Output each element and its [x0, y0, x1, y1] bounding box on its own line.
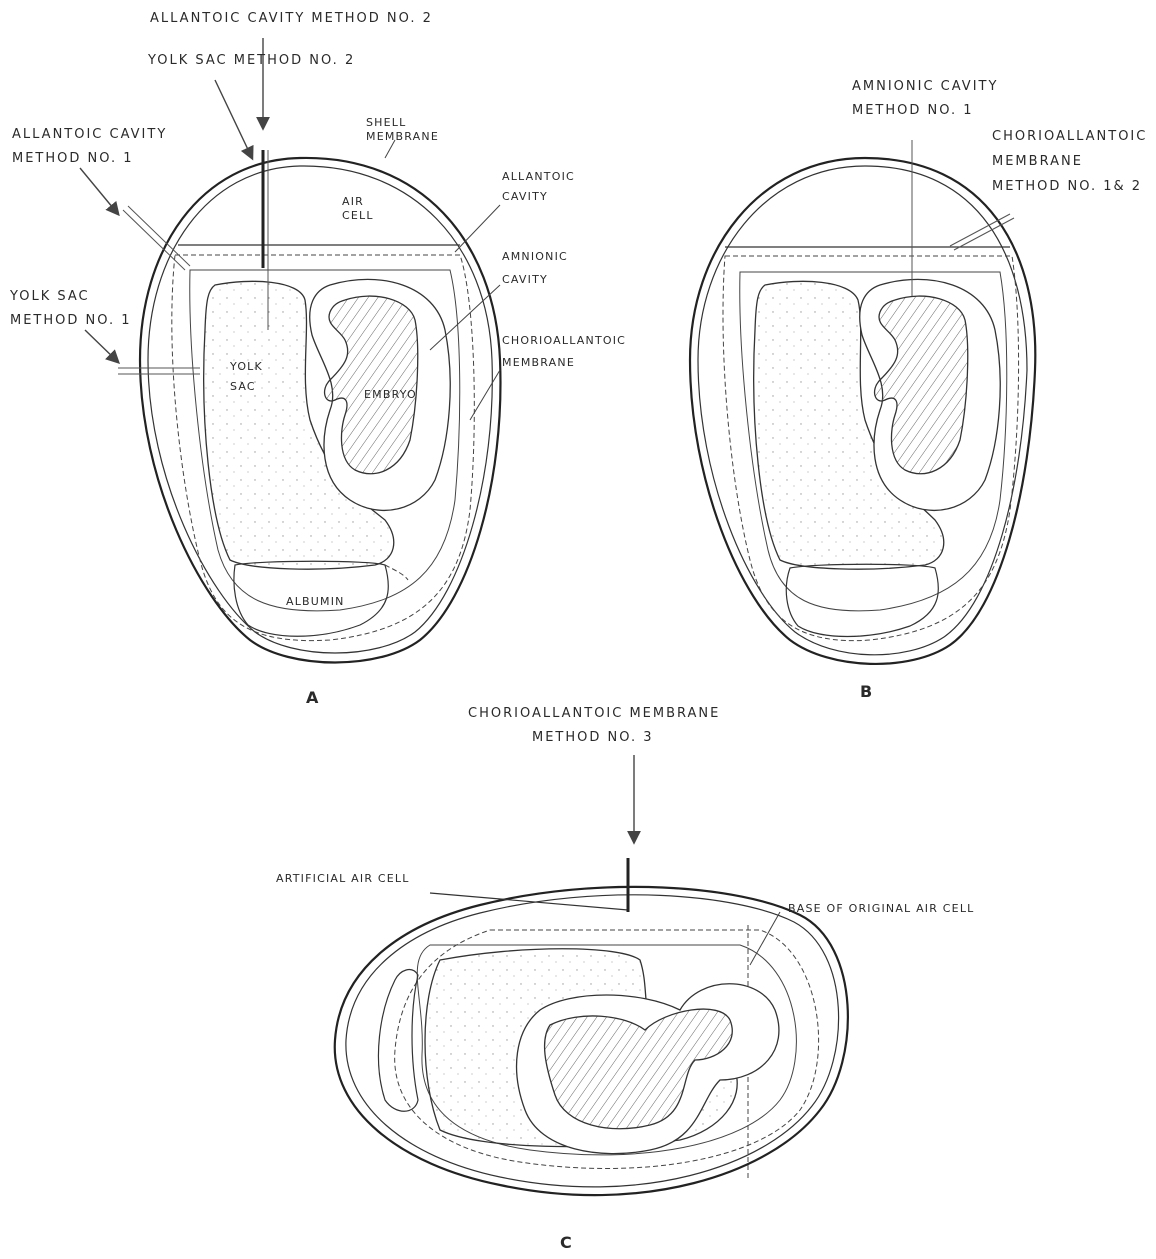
label-amniotic-method-1-l1: AMNIONIC CAVITY: [852, 79, 998, 94]
label-cam-method-l2: MEMBRANE: [992, 154, 1083, 169]
label-allantoic-method-2: ALLANTOIC CAVITY METHOD NO. 2: [150, 11, 433, 26]
label-allantoic-l1: ALLANTOIC: [502, 170, 575, 183]
label-cam-method-3-l1: CHORIOALLANTOIC MEMBRANE: [468, 706, 720, 721]
albumin-dash-a: [385, 565, 408, 580]
arrow-yolk-2: [215, 80, 252, 158]
panel-letter-b: B: [860, 682, 872, 701]
needle-cam-1-2: [950, 214, 1010, 246]
label-yolk-sac-l1: YOLK: [229, 360, 263, 373]
label-allantoic-method-1-l2: METHOD NO. 1: [12, 151, 134, 166]
pointer-allantoic: [455, 205, 500, 252]
label-shell-l1: SHELL: [366, 116, 406, 129]
label-cam-l2: MEMBRANE: [502, 356, 575, 369]
label-yolk-method-1-l1: YOLK SAC: [9, 289, 90, 304]
label-cam-method-l1: CHORIOALLANTOIC: [992, 129, 1147, 144]
label-yolk-sac-l2: SAC: [230, 380, 256, 393]
label-yolk-method-1-l2: METHOD NO. 1: [10, 313, 132, 328]
label-allantoic-l2: CAVITY: [502, 190, 548, 203]
label-cam-method-3-l2: METHOD NO. 3: [532, 730, 654, 745]
panel-c: CHORIOALLANTOIC MEMBRANE METHOD NO. 3 AR…: [276, 706, 974, 1252]
label-cam-method-l3: METHOD NO. 1& 2: [992, 179, 1142, 194]
label-amniotic-method-1-l2: METHOD NO. 1: [852, 103, 974, 118]
label-base-original-air-cell: BASE OF ORIGINAL AIR CELL: [788, 902, 974, 915]
label-embryo: EMBRYO: [364, 388, 417, 401]
panel-b: AMNIONIC CAVITY METHOD NO. 1 CHORIOALLAN…: [690, 79, 1147, 701]
arrow-yolk-1: [85, 330, 118, 362]
label-air-cell-l2: CELL: [342, 209, 374, 222]
needle-allantoic-1: [123, 210, 185, 270]
panel-a: ALLANTOIC CAVITY METHOD NO. 2 YOLK SAC M…: [9, 11, 626, 707]
label-amniotic-l1: AMNIONIC: [502, 250, 568, 263]
arrow-allantoic-1: [80, 168, 118, 214]
label-albumin: ALBUMIN: [286, 595, 345, 608]
label-cam-l1: CHORIOALLANTOIC: [502, 334, 626, 347]
label-amniotic-l2: CAVITY: [502, 273, 548, 286]
panel-letter-c: C: [560, 1233, 572, 1252]
needle-cam-1-2b: [954, 218, 1014, 250]
panel-letter-a: A: [306, 688, 319, 707]
label-yolk-method-2: YOLK SAC METHOD NO. 2: [147, 53, 355, 68]
label-air-cell-l1: AIR: [342, 195, 364, 208]
label-allantoic-method-1-l1: ALLANTOIC CAVITY: [12, 127, 167, 142]
albumin-b[interactable]: [786, 564, 938, 636]
pointer-base-air-cell: [750, 912, 780, 965]
label-shell-l2: MEMBRANE: [366, 130, 439, 143]
label-artificial-air-cell: ARTIFICIAL AIR CELL: [276, 872, 410, 885]
